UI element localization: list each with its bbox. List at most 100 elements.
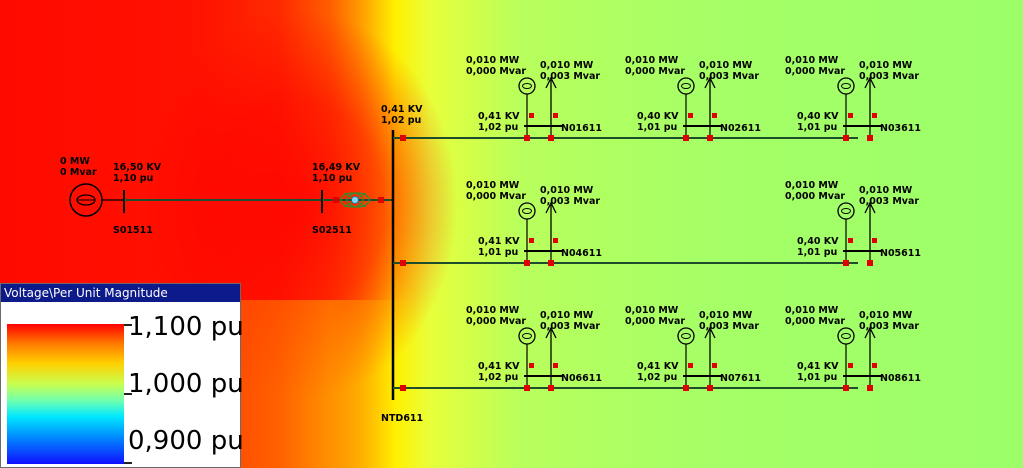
node-marker [529,363,534,368]
bus-s02511-kv: 16,49 KV [312,162,361,173]
node-marker [529,238,534,243]
load-mvar: 0,003 Mvar [540,321,600,332]
generator-mw: 0,010 MW [625,55,679,66]
node-marker [848,363,853,368]
generator-icon[interactable] [837,202,855,251]
node-marker [688,113,693,118]
node-marker [848,238,853,243]
load-arrow-icon[interactable] [545,201,557,251]
bus-kv: 0,41 KV [637,361,679,372]
bus-pu: 1,02 pu [637,372,677,383]
generator-mvar: 0,000 Mvar [785,66,845,77]
generator-mw: 0,010 MW [785,55,839,66]
load-mvar: 0,003 Mvar [859,196,919,207]
node-marker [872,113,877,118]
bus-s01511-name: S01511 [113,225,153,236]
bus-pu: 1,01 pu [637,122,677,133]
node-marker [333,197,339,203]
node-marker [712,363,717,368]
generator-mw: 0,010 MW [466,55,520,66]
generator-mw: 0 MW [60,156,90,167]
bus-pu: 1,02 pu [478,122,518,133]
load-mw: 0,010 MW [859,310,913,321]
generator-icon[interactable] [837,77,855,126]
generator-icon[interactable] [518,327,536,376]
bus-name: N05611 [880,248,921,259]
node-marker [524,135,530,141]
generator-mw: 0,010 MW [466,305,520,316]
legend-tick-max [124,324,132,326]
load-mw: 0,010 MW [859,60,913,71]
node-marker [872,238,877,243]
generator-icon[interactable] [69,183,124,217]
node-marker [843,135,849,141]
bus-pu: 1,01 pu [478,247,518,258]
legend-title: Voltage\Per Unit Magnitude [1,284,240,302]
generator-icon[interactable] [677,327,695,376]
node-marker [529,113,534,118]
node-marker [707,385,713,391]
bus-name: N04611 [561,248,602,259]
node-marker [553,238,558,243]
load-mw: 0,010 MW [859,185,913,196]
load-mvar: 0,003 Mvar [540,196,600,207]
generator-mvar: 0,000 Mvar [785,316,845,327]
node-marker [848,113,853,118]
transformer-icon[interactable] [340,192,370,208]
generator-mvar: 0 Mvar [60,167,97,178]
load-arrow-icon[interactable] [864,76,876,126]
node-marker [548,385,554,391]
node-marker [843,260,849,266]
bus-pu: 1,01 pu [797,372,837,383]
bus-name: N03611 [880,123,921,134]
bus-ntd611-pu: 1,02 pu [381,115,421,126]
node-marker [872,363,877,368]
node-marker [867,135,873,141]
bus-kv: 0,40 KV [797,111,839,122]
node-marker [867,385,873,391]
load-mw: 0,010 MW [540,310,594,321]
bus-s01511-pu: 1,10 pu [113,173,153,184]
bus-kv: 0,40 KV [637,111,679,122]
load-arrow-icon[interactable] [704,326,716,376]
generator-icon[interactable] [837,327,855,376]
generator-mvar: 0,000 Mvar [625,66,685,77]
load-mvar: 0,003 Mvar [699,321,759,332]
load-mvar: 0,003 Mvar [540,71,600,82]
load-arrow-icon[interactable] [864,326,876,376]
load-arrow-icon[interactable] [704,76,716,126]
generator-mw: 0,010 MW [625,305,679,316]
generator-icon[interactable] [518,202,536,251]
legend-label-min: 0,900 pu [128,426,244,456]
legend-color-scale [7,324,124,464]
bus-kv: 0,41 KV [478,111,520,122]
node-marker [378,197,384,203]
node-marker [548,135,554,141]
node-marker [400,135,406,141]
node-marker [400,385,406,391]
load-mw: 0,010 MW [699,310,753,321]
bus-s02511-name: S02511 [312,225,352,236]
load-arrow-icon[interactable] [545,326,557,376]
bus-kv: 0,40 KV [797,236,839,247]
load-arrow-icon[interactable] [864,201,876,251]
load-arrow-icon[interactable] [545,76,557,126]
generator-mvar: 0,000 Mvar [785,191,845,202]
bus-name: N06611 [561,373,602,384]
node-marker [707,135,713,141]
legend-tick-min [124,462,132,464]
node-marker [843,385,849,391]
generator-icon[interactable] [677,77,695,126]
generator-icon[interactable] [518,77,536,126]
generator-mvar: 0,000 Mvar [466,316,526,327]
